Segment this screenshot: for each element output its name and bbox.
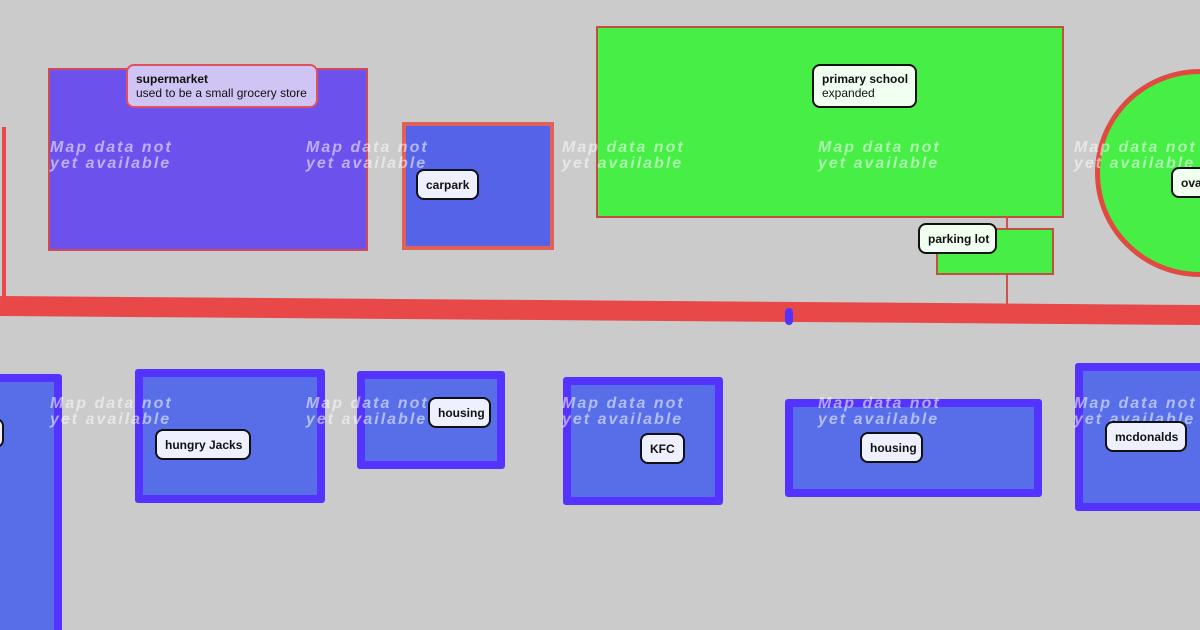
main-road[interactable] <box>0 296 1200 325</box>
left-building-area[interactable] <box>0 374 62 630</box>
watermark-line-1: Map data not <box>50 139 173 156</box>
watermark-line-2: yet available <box>818 155 940 172</box>
primary-school-title: primary school <box>822 72 909 86</box>
housing-title-1: housing <box>438 405 485 420</box>
watermark-line-2: yet available <box>50 155 172 172</box>
watermark-line-2: yet available <box>818 411 940 428</box>
kfc-area[interactable] <box>563 377 723 505</box>
watermark-line-1: Map data not <box>562 395 685 412</box>
watermark-line-2: yet available <box>306 411 428 428</box>
primary-school-area[interactable] <box>596 26 1064 218</box>
watermark-line-1: Map data not <box>306 139 429 156</box>
watermark-line-1: Map data not <box>562 139 685 156</box>
watermark-line-1: Map data not <box>306 395 429 412</box>
side-road[interactable] <box>2 127 6 299</box>
mcdonalds-title: mcdonalds <box>1115 429 1179 444</box>
carpark-title: carpark <box>426 177 470 192</box>
watermark-line-2: yet available <box>562 155 684 172</box>
supermarket-title: supermarket <box>136 72 209 86</box>
watermark-line-2: yet available <box>50 411 172 428</box>
watermark-line-2: yet available <box>306 155 428 172</box>
kfc-label[interactable]: KFC <box>640 433 685 464</box>
oval-title: oval <box>1181 175 1200 190</box>
watermark-line-1: Map data not <box>50 395 173 412</box>
parking-lot-label[interactable]: parking lot <box>918 223 997 254</box>
mcdonalds-label[interactable]: mcdonalds <box>1105 421 1187 452</box>
watermark-line-2: yet available <box>562 411 684 428</box>
housing-title-2: housing <box>870 440 917 455</box>
supermarket-label[interactable]: supermarket used to be a small grocery s… <box>126 64 318 108</box>
watermark-line-1: Map data not <box>1074 139 1197 156</box>
oval-label[interactable]: oval <box>1171 167 1200 198</box>
primary-school-label[interactable]: primary school expanded <box>812 64 917 108</box>
supermarket-desc: used to be a small grocery store <box>136 86 307 100</box>
kfc-title: KFC <box>650 441 675 456</box>
hungry-jacks-label[interactable]: hungry Jacks <box>155 429 251 460</box>
watermark-line-1: Map data not <box>1074 395 1197 412</box>
housing-label-1[interactable]: housing <box>428 397 491 428</box>
parking-lot-title: parking lot <box>928 231 990 246</box>
primary-school-desc: expanded <box>822 86 875 100</box>
watermark-line-1: Map data not <box>818 395 941 412</box>
watermark-line-1: Map data not <box>818 139 941 156</box>
carpark-label[interactable]: carpark <box>416 169 479 200</box>
housing-label-2[interactable]: housing <box>860 432 923 463</box>
watermark-line-2: yet available <box>1074 155 1196 172</box>
hungry-jacks-title: hungry Jacks <box>165 437 243 452</box>
